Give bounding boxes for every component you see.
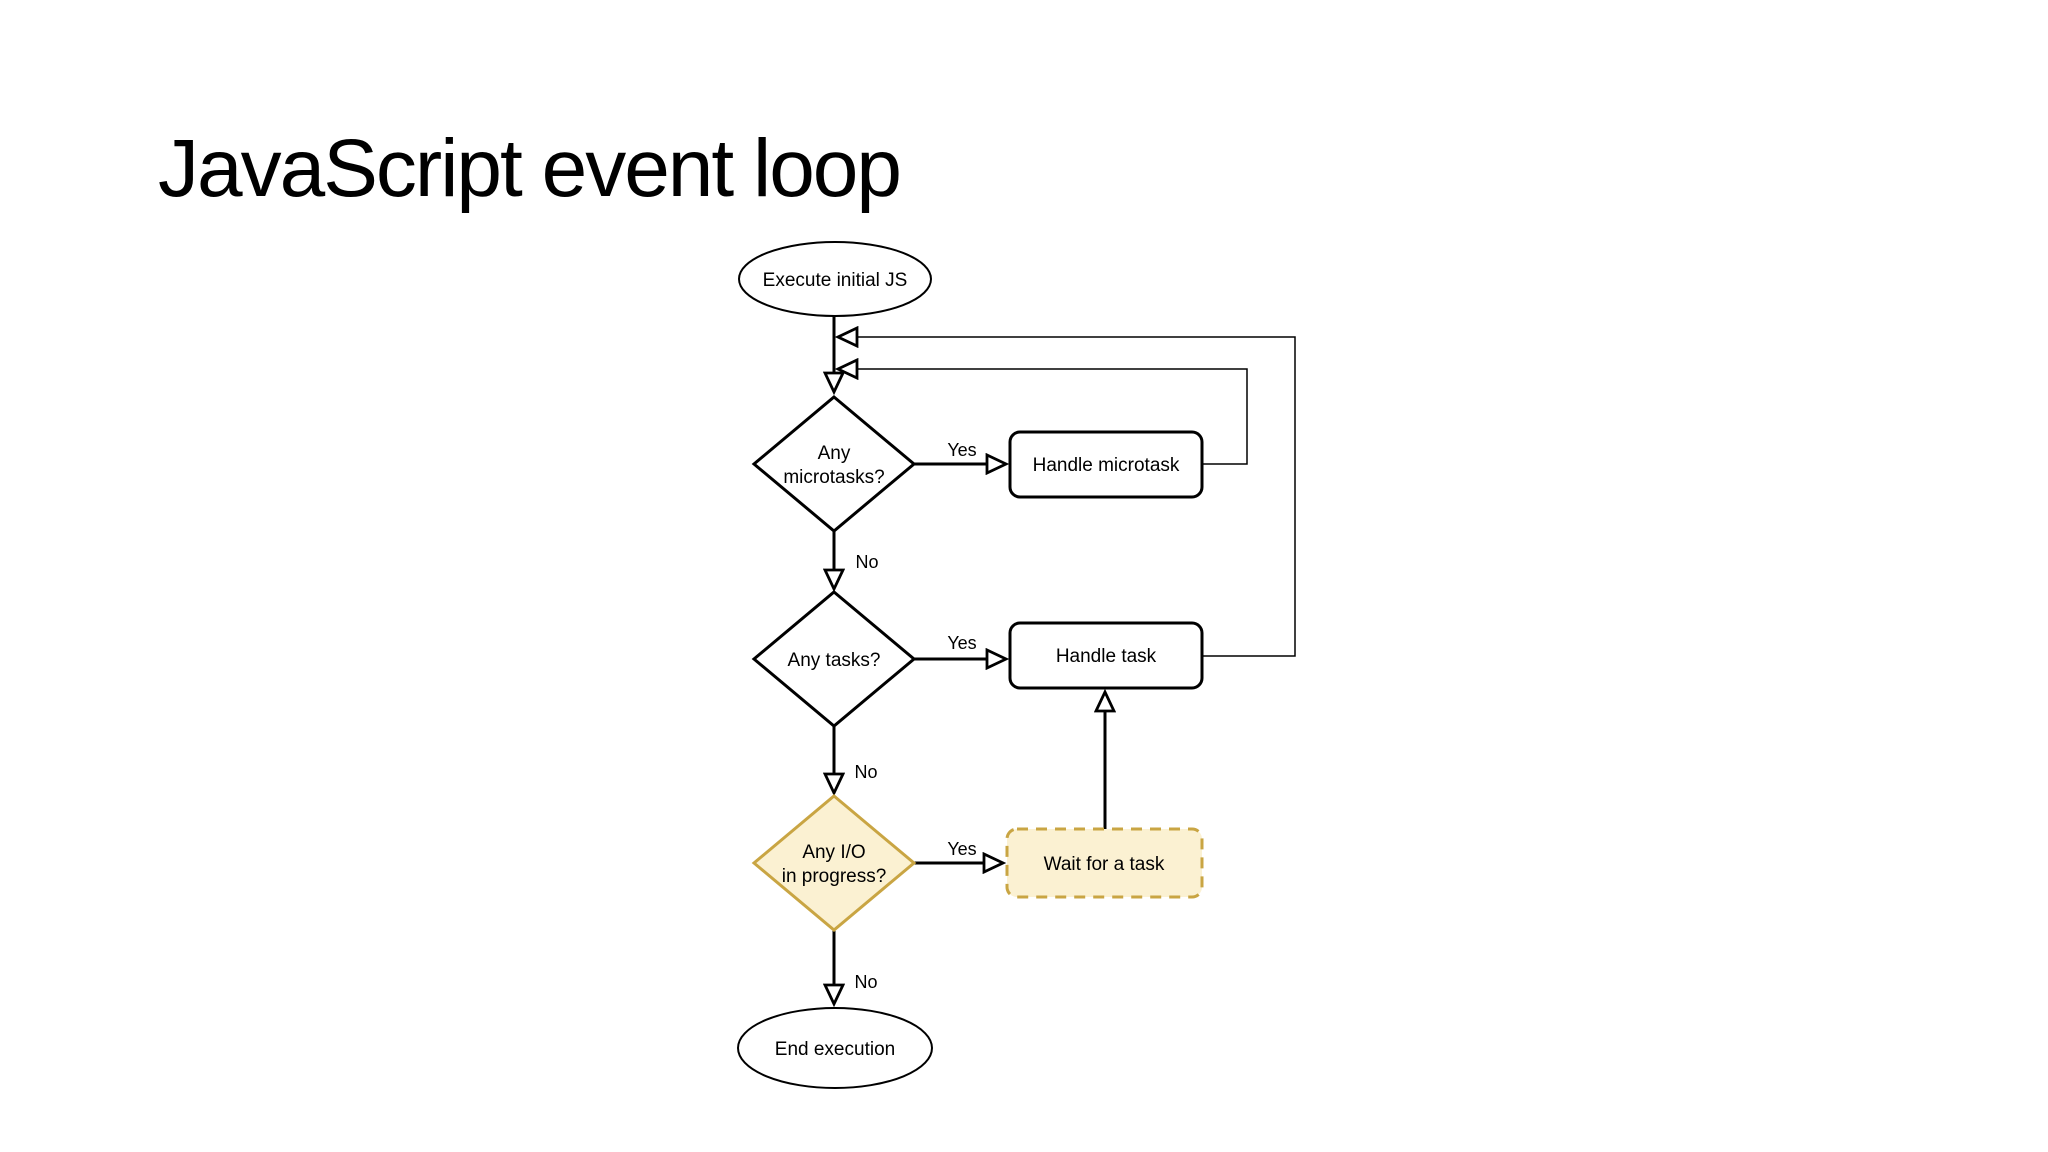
node-process-handle-task: Handle task [1008,621,1204,690]
io-diamond-shape [751,794,917,932]
wait-for-task-label: Wait for a task [1044,854,1165,875]
handle-microtask-box-shape [1008,430,1204,499]
edge-label-io-yes: Yes [947,839,976,859]
node-start: Execute initial JS [738,241,932,317]
node-decision-any-microtasks: Any microtasks? [751,395,917,533]
end-ellipse-shape [737,1007,933,1089]
io-label-line1: Any I/O [802,842,865,863]
node-end: End execution [737,1007,933,1089]
io-label-line2: in progress? [782,866,887,887]
node-process-wait-for-task: Wait for a task [1005,827,1204,899]
start-ellipse-shape [738,241,932,317]
microtasks-diamond-shape [751,395,917,533]
edge-label-io-no: No [854,972,877,992]
tasks-label: Any tasks? [788,650,881,671]
handle-microtask-label: Handle microtask [1033,455,1180,476]
edge-label-microtasks-yes: Yes [947,440,976,460]
edge-label-tasks-yes: Yes [947,633,976,653]
edge-loop-handle-task-return [838,337,1296,657]
wait-for-task-box-shape [1005,827,1204,899]
tasks-diamond-shape [751,590,917,728]
edge-loop-handle-microtask-return [838,369,1248,465]
microtasks-label-line2: microtasks? [783,467,884,488]
end-label: End execution [775,1039,895,1060]
node-decision-any-io: Any I/O in progress? [751,794,917,932]
edge-label-tasks-no: No [854,762,877,782]
page-title: JavaScript event loop [158,123,902,214]
microtasks-label-line1: Any [818,443,851,464]
handle-task-box-shape [1008,621,1204,690]
start-label: Execute initial JS [763,270,908,291]
handle-task-label: Handle task [1056,646,1157,667]
node-decision-any-tasks: Any tasks? [751,590,917,728]
node-process-handle-microtask: Handle microtask [1008,430,1204,499]
edge-label-microtasks-no: No [855,552,878,572]
